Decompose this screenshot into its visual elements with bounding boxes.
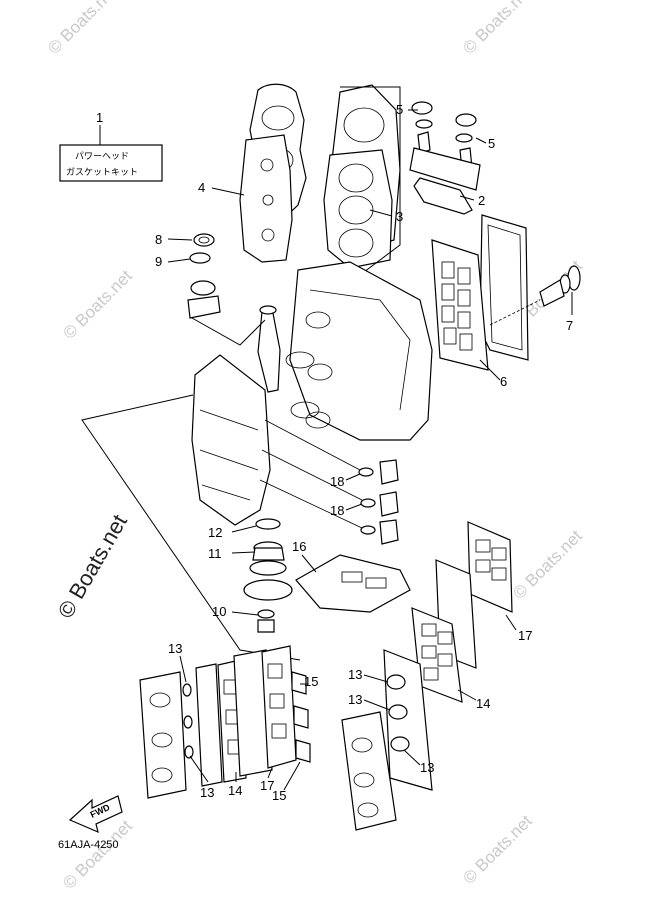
reed-valve-left bbox=[233, 645, 297, 777]
callout-15b: 15 bbox=[272, 788, 286, 803]
callout-3: 3 bbox=[396, 209, 403, 224]
callout-6: 6 bbox=[500, 374, 507, 389]
intake-manifold-left bbox=[195, 663, 223, 787]
watermark-bottom-right: © Boats.net bbox=[459, 811, 536, 888]
callout-18a: 18 bbox=[330, 474, 344, 489]
oil-seal-and-o-ring bbox=[187, 233, 266, 346]
o-rings-left bbox=[182, 683, 194, 759]
callout-13a: 13 bbox=[168, 641, 182, 656]
callout-17a: 17 bbox=[518, 628, 532, 643]
watermark-right-mid: © Boats.net bbox=[509, 526, 586, 603]
callout-13e: 13 bbox=[420, 760, 434, 775]
crankshaft bbox=[257, 305, 320, 419]
callout-10: 10 bbox=[212, 604, 226, 619]
kit-box-line2: ガスケットキット bbox=[66, 167, 138, 178]
callout-14a: 14 bbox=[228, 783, 242, 798]
carburetor-right bbox=[341, 711, 397, 831]
carburetor-left bbox=[139, 671, 187, 799]
callout-13b: 13 bbox=[200, 785, 214, 800]
callout-17b: 17 bbox=[260, 778, 274, 793]
callout-12: 12 bbox=[208, 525, 222, 540]
head-gasket bbox=[323, 149, 393, 269]
callout-18b: 18 bbox=[330, 503, 344, 518]
callout-11: 11 bbox=[208, 546, 222, 561]
callout-13c: 13 bbox=[348, 667, 362, 682]
callout-7: 7 bbox=[566, 318, 573, 333]
lower-bearing-assembly bbox=[243, 518, 293, 633]
exhaust-cover bbox=[479, 214, 529, 361]
callout-8: 8 bbox=[155, 232, 162, 247]
head-cover-gasket bbox=[239, 134, 293, 263]
gasket-kit-box: パワーヘッド ガスケットキット bbox=[59, 125, 163, 182]
callout-16: 16 bbox=[292, 539, 306, 554]
cylinder-block bbox=[289, 261, 433, 441]
thermostat-assembly bbox=[489, 265, 581, 326]
callout-5b: 5 bbox=[488, 136, 495, 151]
reed-gasket-right bbox=[411, 607, 463, 703]
watermark-mid-left: © Boats.net bbox=[59, 266, 136, 343]
crankcase bbox=[191, 354, 271, 526]
exhaust-gasket bbox=[431, 239, 489, 371]
reed-stoppers-left bbox=[291, 671, 311, 763]
watermark-top-left: © Boats.net bbox=[44, 0, 121, 58]
watermark-main: © Boats.net bbox=[53, 510, 132, 622]
callout-13d: 13 bbox=[348, 692, 362, 707]
callout-4: 4 bbox=[198, 180, 205, 195]
cover-gasket bbox=[413, 177, 473, 215]
anode-cover-parts bbox=[409, 101, 481, 191]
callouts: 1 2 3 4 5 5 6 7 8 9 10 11 12 13 13 13 13… bbox=[96, 102, 573, 803]
callout-1: 1 bbox=[96, 110, 103, 125]
callout-15a: 15 bbox=[304, 674, 318, 689]
watermark-top-right: © Boats.net bbox=[459, 0, 536, 58]
callout-2: 2 bbox=[478, 193, 485, 208]
leader-lines bbox=[167, 109, 573, 791]
diagram-code: 61AJA-4250 bbox=[58, 839, 119, 851]
fwd-arrow: FWD bbox=[68, 795, 123, 834]
watermark-bottom-left: © Boats.net bbox=[59, 816, 136, 893]
callout-14b: 14 bbox=[476, 696, 490, 711]
callout-9: 9 bbox=[155, 254, 162, 269]
kit-box-line1: パワーヘッド bbox=[75, 151, 129, 162]
bypass-covers bbox=[259, 419, 399, 545]
exhaust-manifold-gasket bbox=[295, 554, 411, 613]
callout-5a: 5 bbox=[396, 102, 403, 117]
